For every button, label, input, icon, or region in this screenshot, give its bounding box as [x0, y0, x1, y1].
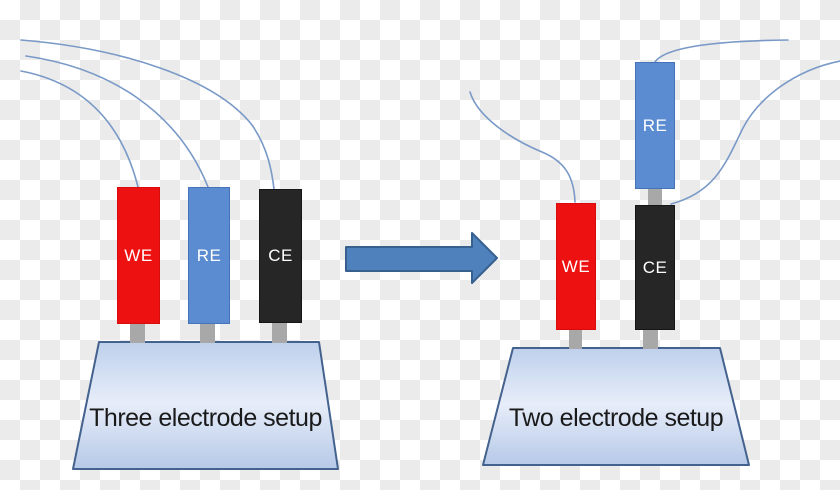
right-re-stem: [648, 187, 662, 206]
wire-left-we: [20, 70, 139, 188]
right-re-label: RE: [642, 115, 668, 135]
left-we-stem: [130, 322, 145, 343]
left-re-stem: [200, 322, 215, 343]
left-re-label: RE: [196, 245, 222, 265]
right-setup-caption: Two electrode setup: [508, 404, 724, 432]
right-working-electrode: WE: [556, 203, 596, 330]
left-ce-stem: [272, 321, 287, 343]
wire-right-re: [654, 39, 789, 63]
wire-left-re: [25, 55, 209, 188]
wire-right-ce: [670, 60, 840, 205]
left-base-stand: [72, 341, 339, 470]
right-reference-electrode: RE: [635, 62, 675, 189]
right-counter-electrode: CE: [635, 205, 675, 330]
left-working-electrode: WE: [117, 187, 160, 324]
right-ce-stem: [643, 328, 658, 349]
right-we-label: WE: [561, 256, 591, 276]
left-setup-caption: Three electrode setup: [89, 404, 322, 432]
wire-right-we: [469, 91, 576, 203]
right-arrow-icon: [345, 232, 498, 284]
left-ce-label: CE: [268, 246, 293, 265]
wire-left-ce: [20, 39, 275, 190]
right-we-stem: [569, 328, 582, 349]
left-we-label: WE: [124, 245, 153, 265]
right-ce-label: CE: [642, 257, 668, 277]
left-counter-electrode: CE: [259, 189, 302, 323]
left-reference-electrode: RE: [188, 187, 230, 324]
